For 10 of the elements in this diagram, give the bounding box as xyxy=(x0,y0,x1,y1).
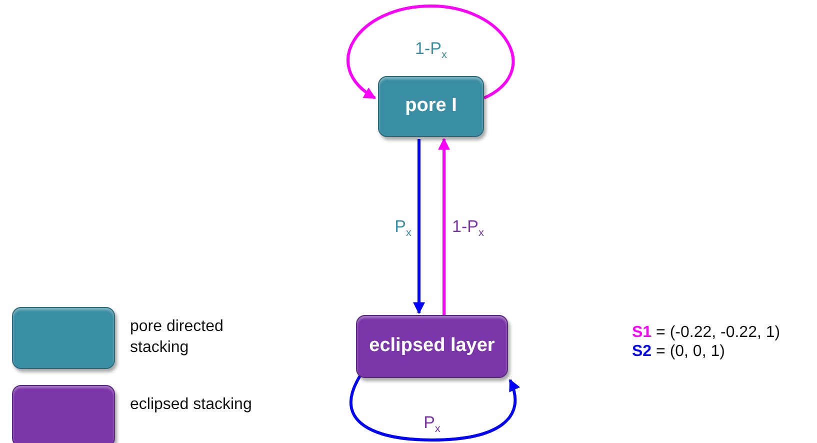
arrow xyxy=(413,139,425,314)
vector-note: S1 = (-0.22, -0.22, 1) xyxy=(632,324,780,342)
arrow xyxy=(438,138,450,315)
arrow xyxy=(346,4,514,100)
legend-label: pore directed stacking xyxy=(130,317,224,358)
vector-note: S2 = (0, 0, 1) xyxy=(632,343,725,361)
state-box: pore I xyxy=(378,76,484,137)
legend-label: eclipsed stacking xyxy=(130,395,253,415)
arrow xyxy=(350,375,520,442)
state-box: eclipsed layer xyxy=(356,315,508,378)
